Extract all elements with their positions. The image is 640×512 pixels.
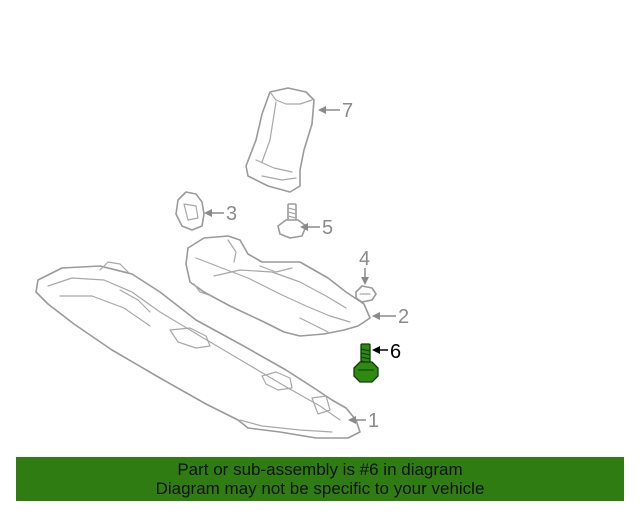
- arrowhead-4: [361, 277, 369, 285]
- part-6-highlighted-bolt: [353, 343, 379, 383]
- info-banner: Part or sub-assembly is #6 in diagram Di…: [16, 457, 624, 501]
- part-7-bracket: [245, 87, 315, 193]
- callout-1: 1: [368, 410, 379, 432]
- part-1-splash-shield: [35, 261, 361, 439]
- part-4-retainer-nut: [355, 285, 377, 303]
- callout-4: 4: [359, 248, 370, 270]
- arrowhead-1: [348, 416, 356, 424]
- leader-lines: [204, 106, 396, 424]
- arrowhead-3: [204, 209, 212, 217]
- callout-2: 2: [398, 306, 409, 328]
- arrowhead-5: [300, 223, 308, 231]
- banner-line-disclaimer: Diagram may not be specific to your vehi…: [155, 479, 485, 498]
- callout-6: 6: [390, 341, 401, 363]
- part-5-bolt: [277, 203, 307, 239]
- part-3-clip: [175, 191, 205, 231]
- exploded-view-illustration: 7 3 5 4 2 6 1: [35, 87, 409, 439]
- arrowhead-6: [372, 346, 380, 354]
- callout-5: 5: [322, 217, 333, 239]
- part-2-shield-plate: [185, 235, 371, 337]
- callout-7: 7: [342, 100, 353, 122]
- arrowhead-2: [372, 312, 380, 320]
- callout-3: 3: [226, 203, 237, 225]
- banner-line-part-number: Part or sub-assembly is #6 in diagram: [177, 460, 463, 479]
- arrowhead-7: [318, 106, 326, 114]
